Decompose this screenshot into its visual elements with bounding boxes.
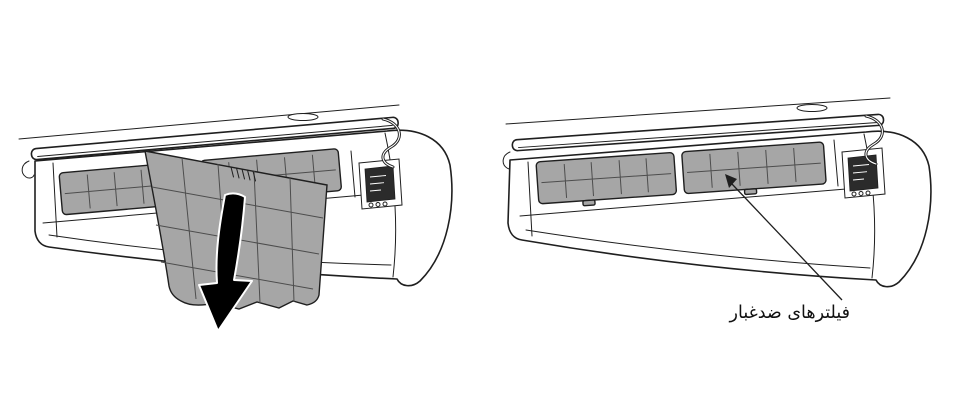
annotation-leader (725, 174, 843, 301)
left-bezel-seam (52, 162, 58, 238)
leader-line (731, 183, 843, 301)
ac-unit-open (502, 97, 932, 288)
top-back-edge (18, 104, 400, 140)
pull-down-arrow-icon (198, 192, 253, 332)
top-vent-oval (796, 104, 828, 112)
open-front-lid (511, 113, 885, 152)
control-board (841, 147, 886, 199)
top-vent-oval (287, 113, 319, 121)
terminal-block (847, 154, 879, 192)
leader-arrowhead-icon (725, 174, 737, 188)
dust-filters (535, 141, 827, 207)
right-ac-unit-illustration (502, 97, 932, 301)
terminal-block (364, 165, 396, 203)
louver-seam (525, 229, 871, 269)
filter-tab (582, 199, 596, 207)
front-seam (519, 187, 859, 217)
control-divider (350, 150, 356, 198)
left-bezel-seam (527, 161, 533, 237)
filter-tab (743, 188, 758, 196)
filter-annotation-label: فیلترهای ضدغبار (729, 303, 850, 323)
power-cable-icon (381, 117, 401, 169)
open-front-lid (30, 116, 399, 161)
left-ac-unit-illustration (18, 104, 453, 332)
power-cable-icon (864, 114, 884, 166)
control-board (358, 158, 403, 210)
control-divider (833, 139, 839, 187)
lid-hook (21, 160, 35, 179)
top-back-edge (505, 97, 891, 125)
filter-handle-ridges (230, 166, 256, 182)
